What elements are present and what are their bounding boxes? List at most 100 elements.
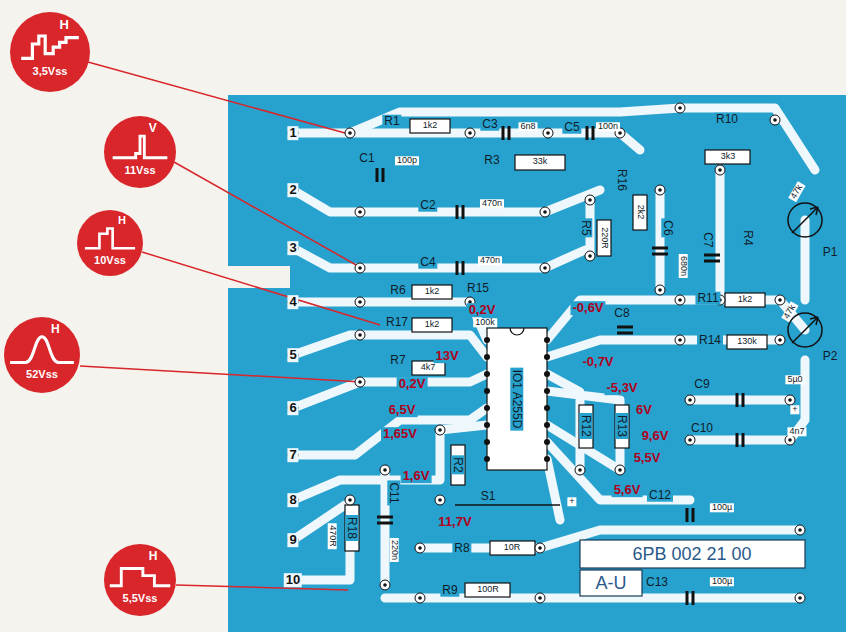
pad-hole	[778, 298, 782, 302]
pad-hole	[418, 596, 422, 600]
pad-hole	[658, 188, 662, 192]
pad-hole	[578, 468, 582, 472]
pad-hole	[798, 596, 802, 600]
amplitude-value: 10Vss	[94, 255, 126, 266]
solder-pad	[355, 377, 365, 387]
pad-hole	[588, 198, 592, 202]
pad-hole	[798, 528, 802, 532]
ic-pin	[544, 422, 550, 428]
waveform-callout: H5,5Vss	[104, 544, 176, 616]
component-reference: C13	[644, 576, 670, 589]
pad-hole	[468, 131, 472, 135]
solder-pad	[415, 543, 425, 553]
solder-pad	[380, 465, 390, 475]
solder-pad	[675, 295, 685, 305]
component-reference: C12	[647, 489, 673, 502]
component-value: 100µ	[710, 577, 734, 586]
solder-pad	[543, 128, 553, 138]
component-reference: R8	[452, 542, 471, 555]
pad-hole	[678, 298, 682, 302]
component-value: 5µ0	[785, 375, 804, 384]
pad-hole	[618, 131, 622, 135]
waveform-trace	[4, 317, 80, 393]
amplitude-value: 3,5Vss	[33, 66, 68, 77]
connector-pin-number: 7	[287, 448, 298, 462]
waveform-trace	[77, 210, 143, 276]
pad-hole	[618, 468, 622, 472]
component-reference: P1	[821, 246, 840, 259]
amplitude-value: 5,5Vss	[123, 593, 158, 604]
ic-pin	[544, 337, 550, 343]
pad-hole	[788, 438, 792, 442]
waveform-callout: H52Vss	[4, 317, 80, 393]
solder-pad	[655, 285, 665, 295]
component-value: 100µ	[710, 503, 734, 512]
solder-pad	[345, 495, 355, 505]
component-value: 130k	[735, 337, 759, 346]
component-value: 1k2	[421, 121, 440, 130]
component-reference: R3	[482, 154, 501, 167]
component-reference: C1	[357, 152, 376, 165]
measured-voltage: -0,6V	[570, 301, 605, 315]
ic-pin	[484, 439, 490, 445]
component-value: 100R	[475, 585, 501, 594]
pad-hole	[538, 596, 542, 600]
solder-pad	[355, 207, 365, 217]
solder-pad	[770, 115, 780, 125]
solder-pad	[795, 525, 805, 535]
component-value: 33k	[531, 157, 550, 166]
component-reference: R14	[697, 334, 723, 347]
component-value: 3k3	[719, 152, 738, 161]
waveform-trace	[10, 12, 90, 92]
waveform-callout: H 3,5Vss	[10, 12, 90, 92]
pad-hole	[348, 498, 352, 502]
connector-pin-number: 5	[287, 348, 298, 362]
ic-pin	[544, 371, 550, 377]
measured-voltage: 9,6V	[640, 429, 671, 443]
measured-voltage: -5,3V	[604, 381, 639, 395]
component-reference: R4	[742, 228, 755, 247]
connector-pin-number: 1	[287, 126, 298, 140]
solder-pad	[435, 425, 445, 435]
measured-voltage: 1,65V	[381, 427, 419, 441]
waveform-trace	[104, 116, 176, 188]
ic-pin	[544, 456, 550, 462]
component-reference: C6	[662, 218, 675, 237]
component-value: 2k2	[635, 203, 644, 222]
measured-voltage: 11,7V	[436, 515, 473, 529]
connector-pin-number: 9	[287, 533, 298, 547]
component-value: 100p	[395, 156, 419, 165]
solder-pad	[585, 195, 595, 205]
component-reference: C10	[689, 422, 715, 435]
ic-pin	[484, 354, 490, 360]
component-reference: C8	[612, 307, 631, 320]
solder-pad	[585, 251, 595, 261]
solder-pad	[785, 395, 795, 405]
component-reference: C7	[702, 230, 715, 249]
solder-pad	[575, 465, 585, 475]
measured-voltage: 6,5V	[387, 403, 418, 417]
measured-voltage: 13V	[433, 349, 460, 363]
solder-pad	[465, 128, 475, 138]
measured-voltage: 6V	[634, 403, 654, 417]
measured-voltage: -0,7V	[580, 355, 615, 369]
component-value: 1k2	[736, 295, 755, 304]
solder-pad	[715, 165, 725, 175]
board-number: 6PB 002 21 00	[630, 545, 753, 564]
component-value: 6n8	[518, 122, 537, 131]
ic-pin	[484, 456, 490, 462]
component-reference: R5	[580, 218, 593, 237]
axis-letter: H	[60, 18, 69, 31]
board-number: A-U	[594, 574, 629, 593]
component-value: 100n	[596, 122, 620, 131]
pad-hole	[543, 266, 547, 270]
ic-pin	[484, 371, 490, 377]
pad-hole	[688, 398, 692, 402]
component-value: 4k7	[419, 363, 438, 372]
component-reference: C9	[692, 378, 711, 391]
connector-pin-number: 4	[287, 295, 298, 309]
measured-voltage: 0,2V	[397, 377, 428, 391]
measured-voltage: 0,2V	[467, 303, 498, 317]
component-reference: R16	[616, 167, 629, 193]
solder-pad	[380, 580, 390, 590]
